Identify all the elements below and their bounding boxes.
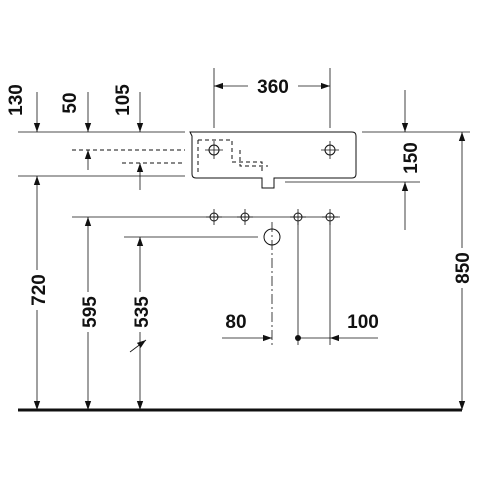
tap-hole-left [205,141,223,159]
dim-130: 130 [6,84,41,132]
dim-130-label: 130 [6,84,27,116]
dim-100: 100 [298,222,379,345]
tap-hole-right [321,141,339,159]
dim-595-label: 595 [80,296,101,328]
dim-105-label: 105 [113,84,134,116]
supply-connection-2 [237,209,253,225]
dim-80: 80 [222,312,272,342]
dim-535-label: 535 [132,296,153,328]
dim-720: 720 [26,176,50,410]
basin-outline [189,131,357,189]
dim-850-label: 850 [453,252,474,284]
dim-595: 595 [76,217,101,410]
dim-850: 850 [450,132,474,410]
dim-50: 50 [60,92,92,170]
waste-connection [263,222,281,345]
dim-50-label: 50 [60,92,81,113]
dim-100-label: 100 [347,312,379,333]
dim-360-label: 360 [257,77,289,98]
dim-535: 535 [128,237,153,410]
dim-150-label: 150 [401,142,422,174]
supply-connection-1 [206,209,222,225]
dim-720-label: 720 [29,274,50,306]
leader-arrow [129,339,147,353]
dim-105: 105 [113,84,144,190]
dim-80-label: 80 [225,312,246,333]
dim-360: 360 [213,68,331,128]
dim-150: 150 [401,90,422,230]
